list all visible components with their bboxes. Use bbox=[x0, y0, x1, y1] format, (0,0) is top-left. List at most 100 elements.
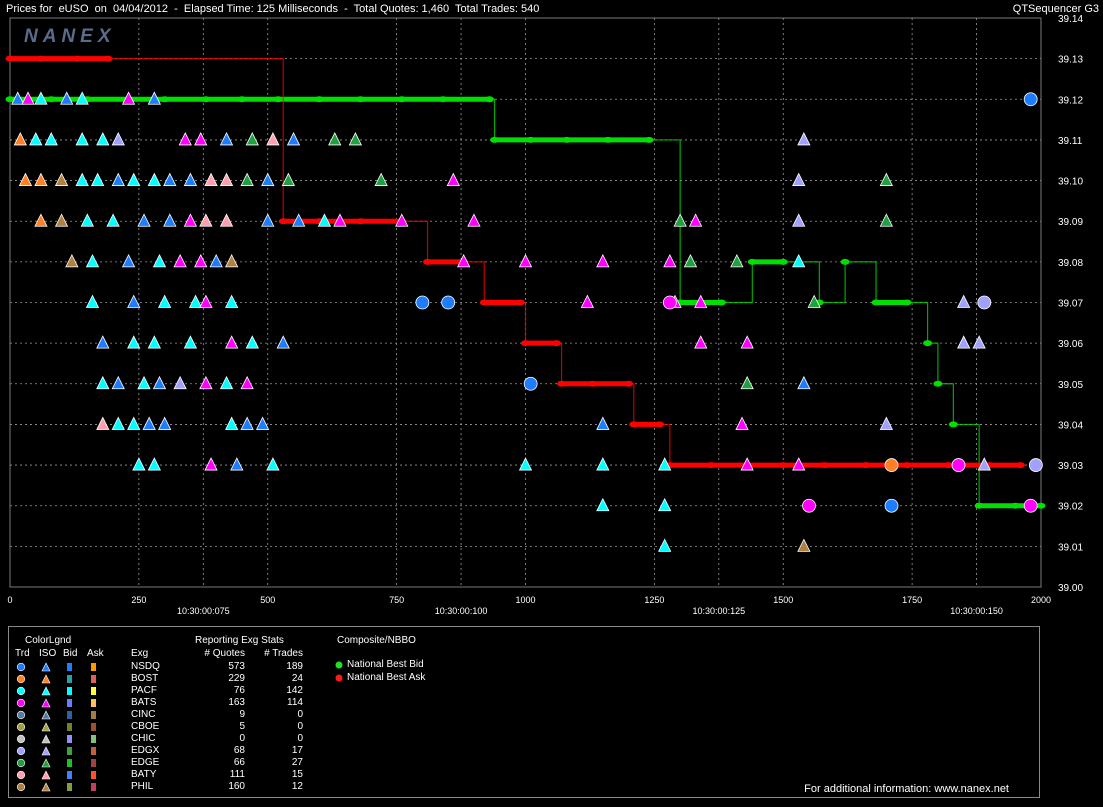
y-tick-label: 39.07 bbox=[1058, 299, 1083, 310]
exchange-trades: 12 bbox=[291, 781, 303, 792]
trade-marker bbox=[137, 213, 151, 227]
trade-marker bbox=[34, 172, 48, 186]
bid-swatch bbox=[67, 663, 72, 671]
trade-marker bbox=[266, 132, 280, 146]
trade-marker bbox=[194, 253, 208, 268]
y-tick-label: 39.01 bbox=[1058, 542, 1083, 553]
trade-marker bbox=[158, 416, 172, 430]
series-point bbox=[716, 299, 726, 306]
trade-marker bbox=[230, 457, 244, 471]
series-point bbox=[902, 299, 912, 306]
series-point bbox=[840, 258, 850, 265]
bid-swatch bbox=[67, 687, 72, 695]
iso-swatch bbox=[41, 698, 51, 708]
trade-marker bbox=[456, 253, 471, 268]
trade-marker bbox=[957, 335, 971, 349]
trade-marker bbox=[106, 213, 120, 227]
trade-marker bbox=[60, 91, 74, 105]
trade-marker bbox=[96, 416, 110, 430]
exchange-swatches bbox=[16, 686, 96, 696]
composite-title: Composite/NBBO bbox=[337, 635, 416, 646]
trade-marker bbox=[972, 335, 986, 349]
trade-marker bbox=[792, 172, 806, 186]
trade-marker bbox=[240, 375, 254, 390]
trade-marker bbox=[740, 375, 754, 390]
exchange-quotes: 76 bbox=[233, 685, 245, 696]
y-tick-label: 39.14 bbox=[1058, 14, 1083, 25]
trade-marker bbox=[658, 538, 672, 552]
trade-marker bbox=[90, 172, 105, 186]
trade-marker bbox=[740, 335, 754, 349]
trade-circle bbox=[441, 295, 456, 310]
trade-marker bbox=[580, 294, 595, 308]
trade-marker bbox=[879, 213, 893, 227]
trade-marker bbox=[111, 132, 125, 146]
trade-marker bbox=[219, 172, 234, 186]
exchange-swatches bbox=[16, 698, 96, 708]
trade-marker bbox=[694, 294, 708, 308]
trade-marker bbox=[158, 294, 172, 308]
trade-marker bbox=[740, 457, 754, 471]
trd-swatch bbox=[16, 782, 26, 792]
trade-marker bbox=[127, 416, 141, 430]
trade-marker bbox=[199, 294, 213, 308]
trade-marker bbox=[797, 132, 811, 146]
window-title: Prices for eUSO on 04/04/2012 - Elapsed … bbox=[6, 3, 540, 15]
bid-swatch bbox=[67, 771, 72, 779]
nbo-label: National Best Ask bbox=[347, 672, 426, 683]
exchange-quotes: 5 bbox=[239, 721, 245, 732]
trd-swatch bbox=[16, 722, 26, 732]
series-point bbox=[778, 258, 788, 265]
ask-swatch bbox=[91, 771, 96, 779]
trade-marker bbox=[225, 294, 239, 308]
trades-header: # Trades bbox=[264, 648, 303, 659]
trade-marker bbox=[65, 253, 79, 268]
trade-marker bbox=[694, 335, 708, 349]
x-tick-label: 250 bbox=[131, 595, 146, 605]
trade-marker bbox=[276, 335, 290, 349]
header-exg: Exg bbox=[131, 648, 149, 659]
trade-marker bbox=[518, 457, 533, 471]
trade-marker bbox=[792, 213, 806, 227]
exchange-name: NSDQ bbox=[131, 661, 160, 672]
trade-marker bbox=[957, 294, 971, 308]
series-point bbox=[551, 340, 561, 347]
exchange-name: CHIC bbox=[131, 733, 156, 744]
nbo-marker bbox=[335, 674, 343, 682]
series-point bbox=[1015, 462, 1025, 469]
trade-marker bbox=[127, 294, 141, 308]
y-tick-label: 39.08 bbox=[1058, 258, 1083, 269]
trade-circle bbox=[415, 295, 430, 310]
trade-marker bbox=[348, 132, 363, 146]
x-tick-label: 1000 bbox=[515, 595, 535, 605]
trade-marker bbox=[34, 91, 48, 105]
series-point bbox=[644, 136, 654, 143]
trade-marker bbox=[199, 213, 213, 227]
trd-swatch bbox=[16, 746, 26, 756]
trade-marker bbox=[395, 213, 409, 227]
trade-marker bbox=[240, 172, 254, 186]
trade-marker bbox=[797, 538, 811, 552]
trade-marker bbox=[261, 172, 275, 186]
exchange-trades: 114 bbox=[287, 697, 303, 708]
nbbo-markers bbox=[335, 661, 343, 682]
exchange-trades: 24 bbox=[291, 673, 303, 684]
trade-circle bbox=[1023, 92, 1038, 107]
iso-swatch bbox=[41, 662, 51, 672]
trade-circle bbox=[951, 458, 966, 472]
trade-marker bbox=[333, 213, 347, 227]
exchange-quotes: 229 bbox=[228, 673, 245, 684]
y-tick-label: 39.10 bbox=[1058, 177, 1083, 188]
trade-marker bbox=[188, 294, 203, 308]
trade-marker bbox=[96, 132, 110, 146]
exchange-quotes: 573 bbox=[228, 661, 245, 672]
trade-marker bbox=[152, 253, 167, 268]
trd-swatch bbox=[16, 770, 26, 780]
trade-marker bbox=[225, 253, 239, 268]
y-tick-label: 39.02 bbox=[1058, 502, 1083, 513]
y-tick-label: 39.11 bbox=[1058, 136, 1083, 147]
legend-panel: ColorLgnd Trd ISO Bid Ask Exg Reporting … bbox=[8, 626, 1040, 798]
